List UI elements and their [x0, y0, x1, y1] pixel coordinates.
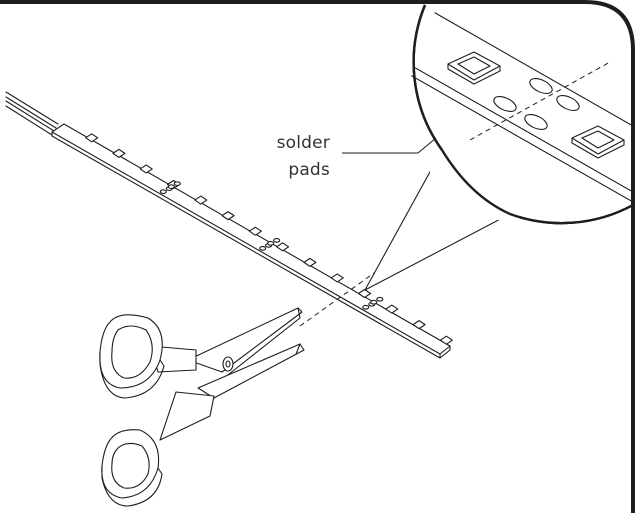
led-chip	[85, 133, 99, 143]
solder-pads-label-line1: solder	[277, 133, 330, 153]
led-chip	[112, 148, 126, 158]
led-chip	[276, 242, 290, 252]
solder-pad	[370, 299, 378, 305]
led-chip	[330, 273, 344, 283]
solder-pad	[362, 304, 370, 310]
solder-pad	[259, 246, 267, 251]
led-chip	[303, 257, 317, 267]
strip-wires-icon	[5, 91, 59, 136]
zoom-led-chip	[571, 125, 625, 159]
solder-pads-label-line2: pads	[288, 160, 330, 180]
zoom-led-chip	[447, 51, 501, 85]
label-leader-line	[342, 137, 437, 154]
zoom-solder-pad	[556, 95, 580, 111]
zoom-solder-pad	[524, 114, 548, 130]
led-chip	[139, 164, 153, 174]
scissors-icon	[99, 307, 305, 507]
zoom-solder-pad	[529, 78, 553, 94]
solder-pad	[159, 189, 167, 195]
led-chip	[439, 335, 453, 345]
magnifier-callout-icon	[364, 4, 635, 291]
led-chip	[412, 320, 426, 330]
solder-pad	[376, 296, 384, 302]
solder-pad	[167, 184, 175, 190]
led-chip	[385, 304, 399, 314]
led-strip-icon	[51, 123, 453, 359]
solder-pad	[173, 181, 181, 187]
cut-line	[299, 257, 396, 327]
led-chip	[357, 288, 372, 299]
led-chip	[248, 226, 262, 236]
solder-pad	[273, 238, 281, 243]
zoom-solder-pad	[493, 96, 517, 112]
led-chip	[221, 211, 235, 221]
led-chip	[194, 195, 208, 205]
solder-pad	[267, 241, 275, 246]
